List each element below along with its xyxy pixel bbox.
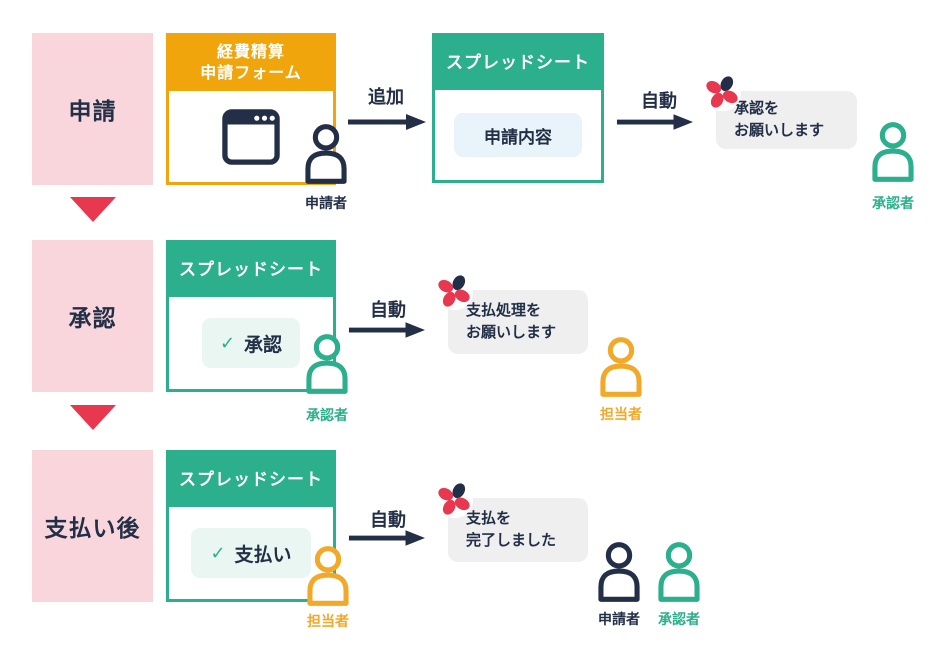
triangle-down-icon: [70, 405, 116, 430]
stage-box-approve: 承認: [32, 240, 153, 392]
bubble-line1: 承認を: [734, 99, 780, 117]
auto-arrow-label: 自動: [370, 300, 406, 320]
row-approve: スプレッドシート ✓ 承認 承認者 自動 支払処理を お願いします: [0, 240, 950, 440]
form-card-title-line1: 経費精算: [216, 43, 285, 61]
sheet-card-body: ✓ 支払い: [169, 507, 333, 599]
stage-box-after-payment: 支払い後: [32, 450, 153, 602]
arrow-right-icon: [347, 529, 425, 547]
chip-label: 承認: [244, 334, 283, 356]
check-icon: ✓: [219, 333, 236, 353]
sheet-card-body: 申請内容: [435, 90, 601, 180]
recipient-label: 担当者: [600, 406, 642, 422]
actor-label: 担当者: [307, 613, 349, 629]
stage-box-apply: 申請: [32, 33, 153, 185]
person-icon: [596, 336, 646, 398]
arrow-right-icon: [347, 321, 425, 339]
bubble-line2: お願いします: [466, 324, 557, 341]
sheet-card-header: スプレッドシート: [169, 243, 333, 297]
approved-chip: ✓ 承認: [202, 318, 300, 368]
notification-bubble: 支払処理を お願いします: [436, 273, 588, 354]
bubble-line2: お願いします: [734, 122, 825, 139]
sheet-card-header: スプレッドシート: [435, 36, 601, 90]
spreadsheet-card: スプレッドシート 申請内容: [432, 33, 604, 183]
check-icon: ✓: [210, 543, 226, 563]
row-apply: 経費精算 申請フォーム 申請者 追加 スプレッドシート: [0, 33, 950, 233]
person-icon: [302, 333, 352, 395]
actor-label: 申請者: [305, 195, 347, 211]
expense-form-card: 経費精算 申請フォーム: [166, 33, 336, 185]
person-icon: [868, 121, 918, 183]
form-card-title-line2: 申請フォーム: [200, 64, 302, 82]
person-icon: [301, 123, 351, 185]
actor-label: 承認者: [306, 407, 348, 423]
bubble-line1: 支払を: [466, 509, 512, 527]
form-card-header: 経費精算 申請フォーム: [169, 36, 333, 91]
bubble-line2: 完了しました: [466, 532, 557, 549]
triangle-down-icon: [70, 197, 116, 222]
bubble-line1: 支払処理を: [466, 301, 542, 319]
recipient-label: 承認者: [658, 611, 700, 627]
auto-arrow-label: 自動: [641, 91, 677, 111]
person-icon: [654, 541, 704, 603]
arrow-right-icon: [615, 113, 693, 131]
request-content-chip: 申請内容: [454, 113, 582, 157]
chip-label: 支払い: [234, 544, 292, 566]
arrow-right-icon: [346, 113, 426, 131]
clover-bot-icon: [434, 271, 474, 311]
notification-bubble: 承認を お願いします: [704, 74, 857, 149]
paid-chip: ✓ 支払い: [191, 528, 311, 578]
clover-bot-icon: [702, 72, 742, 112]
notification-bubble: 支払を 完了しました: [436, 481, 588, 562]
recipient-label: 承認者: [872, 195, 914, 211]
browser-window-icon: [222, 108, 280, 165]
person-icon: [303, 545, 353, 607]
sheet-card-body: ✓ 承認: [169, 297, 333, 389]
clover-bot-icon: [434, 479, 474, 519]
spreadsheet-card: スプレッドシート ✓ 支払い: [166, 450, 336, 602]
recipient-label: 申請者: [598, 611, 640, 627]
person-icon: [594, 541, 644, 603]
spreadsheet-card: スプレッドシート ✓ 承認: [166, 240, 336, 392]
chip-label: 申請内容: [484, 127, 552, 147]
row-after-payment: スプレッドシート ✓ 支払い 担当者 自動 支払を 完了しました: [0, 450, 950, 650]
auto-arrow-label: 自動: [370, 510, 406, 530]
add-arrow-label: 追加: [368, 87, 404, 107]
sheet-card-header: スプレッドシート: [169, 453, 333, 507]
